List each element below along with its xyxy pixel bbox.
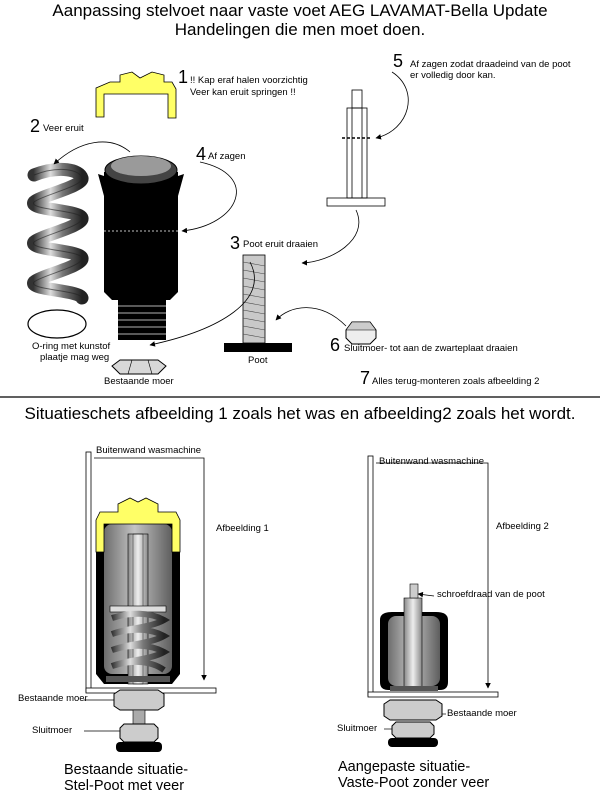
step3-text: Poot eruit draaien <box>243 239 318 250</box>
title-line1: Aanpassing stelvoet naar vaste voet AEG … <box>52 1 548 20</box>
fig2-thread-label: schroefdraad van de poot <box>437 589 545 600</box>
step7-number: 7 <box>360 368 371 388</box>
fig2-locknut-label: Sluitmoer <box>337 723 378 734</box>
oring-label2: plaatje mag weg <box>40 352 110 363</box>
existing-nut-part <box>111 359 167 375</box>
fig1-caption1: Bestaande situatie- <box>64 762 189 778</box>
step7-text: Alles terug-monteren zoals afbeelding 2 <box>372 376 540 387</box>
step3-number: 3 <box>230 233 241 253</box>
black-housing <box>98 155 184 340</box>
fig1-caption2: Stel-Poot met veer <box>64 778 185 794</box>
leader-lines <box>84 699 446 732</box>
step5-text2: er volledig door kan. <box>410 70 496 81</box>
title-line2: Handelingen die men moet doen. <box>174 20 426 39</box>
step1-text1: !! Kap eraf halen voorzichtig <box>190 75 308 86</box>
o-ring <box>27 309 87 339</box>
step6-text: Sluitmoer- tot aan de zwarteplaat draaie… <box>344 343 518 354</box>
foot-label: Poot <box>248 355 268 366</box>
spring <box>27 162 89 305</box>
foot-part <box>224 254 292 352</box>
instruction-arrows <box>53 71 409 347</box>
figure-arrows <box>94 457 491 689</box>
step2-number: 2 <box>30 116 41 136</box>
fig1-wall-label: Buitenwand wasmachine <box>96 445 202 456</box>
existing-nut-label: Bestaande moer <box>104 376 174 387</box>
fig2-nut-label: Bestaande moer <box>447 708 517 719</box>
cut-foot-outline <box>326 89 386 207</box>
figure1-drawing <box>85 451 217 752</box>
oring-label1: O-ring met kunstof <box>32 341 111 352</box>
figure2-drawing <box>367 455 499 747</box>
fig2-figure-label: Afbeelding 2 <box>496 521 549 532</box>
section2-title: Situatieschets afbeelding 1 zoals het wa… <box>24 404 576 423</box>
step1-text2: Veer kan eruit springen !! <box>190 87 296 98</box>
step4-text: Af zagen <box>208 151 246 162</box>
step5-text1: Af zagen zodat draadeind van de poot <box>410 59 571 70</box>
step6-number: 6 <box>330 335 341 355</box>
fig2-caption1: Aangepaste situatie- <box>338 759 471 775</box>
fig2-wall-label: Buitenwand wasmachine <box>379 456 485 467</box>
fig1-figure-label: Afbeelding 1 <box>216 523 269 534</box>
fig1-nut-label: Bestaande moer <box>18 693 88 704</box>
fig2-caption2: Vaste-Poot zonder veer <box>338 775 490 791</box>
step1-number: 1 <box>178 67 189 87</box>
yellow-cap <box>95 71 177 119</box>
step5-number: 5 <box>393 51 404 71</box>
step2-text: Veer eruit <box>43 123 84 134</box>
lock-nut-part <box>345 321 377 345</box>
fig1-locknut-label: Sluitmoer <box>32 725 73 736</box>
step4-number: 4 <box>196 144 207 164</box>
